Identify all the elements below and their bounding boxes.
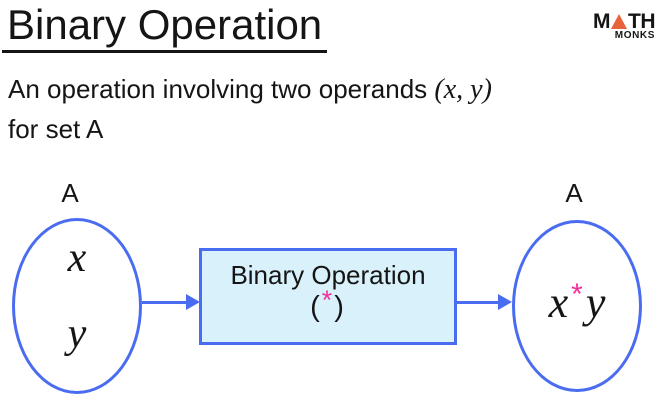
operation-box: Binary Operation (*) [199,248,457,345]
result-expression: x*y [512,278,642,330]
operation-symbol: (*) [202,285,454,323]
logo-triangle-icon [611,14,627,29]
paren-close: ) [482,74,492,105]
result-operator-asterisk: * [571,278,583,311]
operand-comma: , [456,74,464,105]
description-line-1: An operation involving two operands (x, … [8,74,492,105]
operand-x: x [443,74,457,105]
input-set-ellipse [12,218,142,394]
input-arrow-head-icon [186,294,200,310]
description-line-2: for set A [8,114,104,144]
description-line-1-text: An operation involving two operands [8,74,428,104]
input-arrow-line [142,301,188,304]
operation-box-title: Binary Operation [230,260,426,290]
title-underline [2,50,327,53]
symbol-paren-open: ( [310,291,322,323]
page-title: Binary Operation [7,1,323,48]
result-x: x [548,278,569,327]
math-monks-logo: M TH MONKS [593,10,656,41]
logo-subtitle: MONKS [614,30,655,41]
input-element-x: x [67,235,87,281]
output-set-label: A [565,178,583,208]
operand-y: y [470,74,483,105]
logo-letter-m: M [593,10,611,33]
symbol-paren-close: ) [334,291,346,323]
output-set-ellipse [512,220,642,392]
result-y: y [585,278,606,327]
input-set-label: A [61,178,79,208]
operands-math: (x, y) [434,74,492,105]
output-arrow-line [455,301,500,304]
input-element-y: y [67,311,87,357]
logo-letters-th: TH [628,10,656,33]
paren-open: ( [434,74,444,105]
output-arrow-head-icon [498,294,512,310]
logo-wordmark: M TH [593,10,656,33]
operator-asterisk: * [321,285,335,315]
